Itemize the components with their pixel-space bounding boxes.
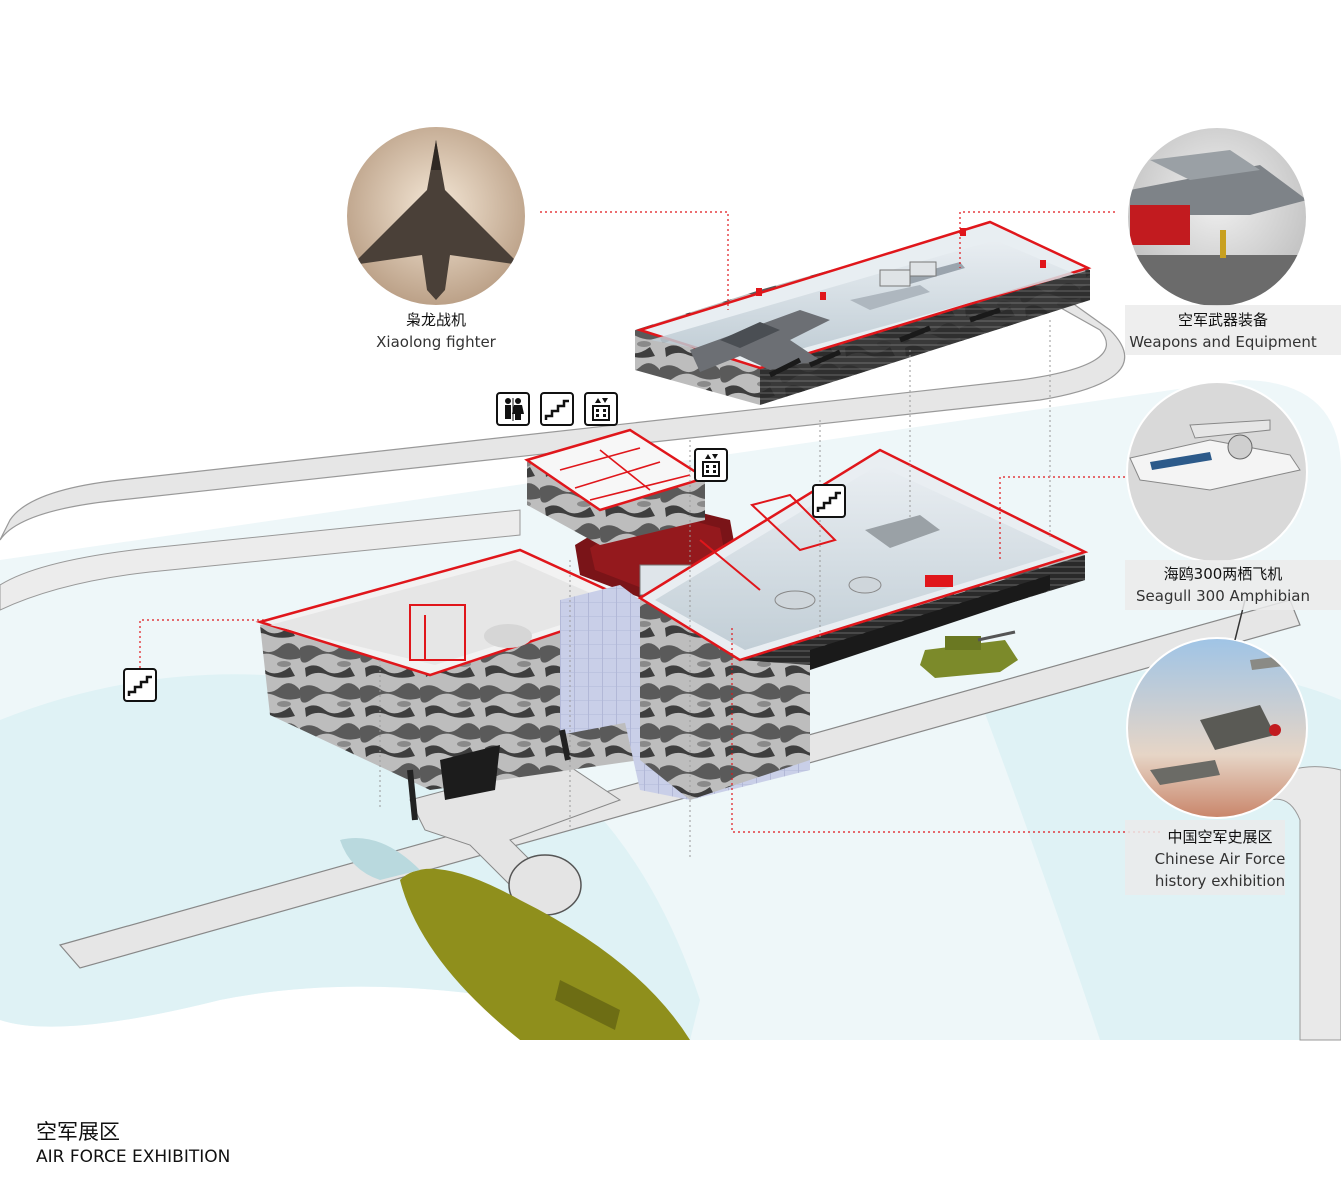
- elevator-icon-2: [694, 448, 728, 482]
- history-label-en-1: Chinese Air Force: [1154, 850, 1286, 868]
- xiaolong-photo: [346, 126, 526, 306]
- history-label: 中国空军史展区 Chinese Air Force history exhibi…: [1140, 826, 1300, 892]
- xiaolong-label-en: Xiaolong fighter: [376, 333, 496, 351]
- main-building: [255, 428, 1089, 821]
- leader-lines: [139, 211, 1160, 833]
- seagull-photo: [1127, 382, 1307, 562]
- seagull-label: 海鸥300两栖飞机 Seagull 300 Amphibian: [1118, 563, 1328, 607]
- exhibition-title: 空军展区 AIR FORCE EXHIBITION: [36, 1118, 230, 1168]
- weapons-label: 空军武器装备 Weapons and Equipment: [1118, 309, 1328, 353]
- airship: [400, 868, 690, 1040]
- restroom-icon: [496, 392, 530, 426]
- top-floor: [635, 220, 1092, 405]
- weapons-label-cn: 空军武器装备: [1177, 311, 1268, 329]
- history-label-cn: 中国空军史展区: [1167, 828, 1273, 846]
- elevator-icon: [584, 392, 618, 426]
- exhibition-title-en: AIR FORCE EXHIBITION: [36, 1147, 231, 1167]
- seagull-label-en: Seagull 300 Amphibian: [1136, 587, 1310, 605]
- stairs-icon-2: [812, 484, 846, 518]
- history-label-en-2: history exhibition: [1154, 872, 1286, 890]
- seagull-label-bg: [1125, 560, 1341, 610]
- stairs-icon: [540, 392, 574, 426]
- xiaolong-label: 枭龙战机 Xiaolong fighter: [336, 309, 536, 353]
- xiaolong-label-cn: 枭龙战机: [405, 311, 466, 329]
- tank-model: [920, 630, 1018, 678]
- weapons-label-en: Weapons and Equipment: [1129, 333, 1317, 351]
- weapons-photo: [1127, 127, 1307, 307]
- exhibition-title-cn: 空军展区: [36, 1120, 120, 1144]
- history-label-bg: [1125, 820, 1285, 895]
- weapons-label-bg: [1125, 305, 1341, 355]
- history-photo: [1127, 638, 1307, 818]
- seagull-label-cn: 海鸥300两栖飞机: [1163, 565, 1283, 583]
- stairs-icon-3: [123, 668, 157, 702]
